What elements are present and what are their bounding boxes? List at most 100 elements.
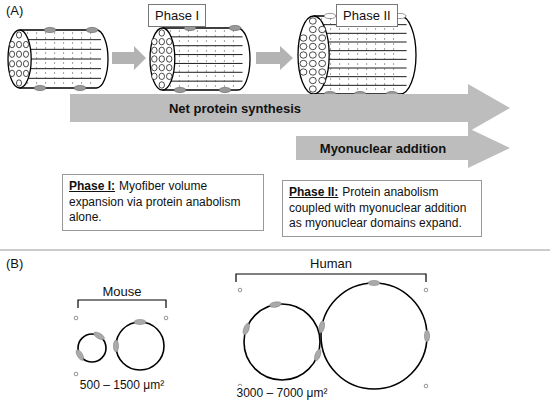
myonucleus xyxy=(269,301,282,308)
stroke xyxy=(20,39,101,40)
stroke xyxy=(159,56,164,62)
myonucleus xyxy=(424,330,429,342)
fiber-section xyxy=(116,322,164,370)
stroke xyxy=(20,30,108,88)
note-heading: Phase II: xyxy=(289,185,338,199)
stroke xyxy=(300,43,307,49)
stroke xyxy=(23,41,28,47)
stroke xyxy=(20,68,101,69)
stroke xyxy=(162,72,242,73)
myofiber xyxy=(8,27,108,90)
stroke xyxy=(23,51,28,57)
fiber-cross-sections xyxy=(74,280,429,389)
group-label: Mouse xyxy=(102,284,141,299)
stroke xyxy=(229,25,241,30)
stroke xyxy=(10,70,15,76)
dimension: 500 – 1500 μm² xyxy=(80,378,164,392)
myonucleus xyxy=(313,348,322,361)
myonucleus xyxy=(134,319,146,324)
stroke xyxy=(34,85,46,90)
marker-dot xyxy=(74,372,78,376)
node-label: Net protein synthesis xyxy=(169,101,301,116)
marker-dot xyxy=(238,288,242,292)
stroke xyxy=(309,86,316,92)
note-heading: Phase I: xyxy=(69,179,115,193)
stroke xyxy=(16,80,21,86)
description-box: Phase II:Protein anabolism coupled with … xyxy=(282,180,482,237)
process-band: Myonuclear addition xyxy=(296,128,510,168)
stroke xyxy=(159,73,164,79)
stroke xyxy=(188,30,189,88)
myonucleus xyxy=(75,349,86,362)
stroke xyxy=(159,30,164,36)
stroke xyxy=(81,32,82,86)
stroke xyxy=(159,47,164,53)
stroke xyxy=(215,30,216,88)
stroke xyxy=(54,32,55,86)
fiber-section xyxy=(244,304,320,380)
progress-arrow xyxy=(256,46,293,70)
panel-letter: (B) xyxy=(6,256,23,271)
stroke xyxy=(23,61,28,67)
stroke xyxy=(10,61,15,67)
progress-arrow xyxy=(112,46,146,70)
stroke xyxy=(224,30,225,88)
stroke xyxy=(90,32,91,86)
stroke xyxy=(319,35,326,41)
stroke xyxy=(309,26,316,32)
fiber-section xyxy=(321,283,427,389)
marker-dot xyxy=(164,316,168,320)
stroke xyxy=(319,69,326,75)
stroke xyxy=(314,85,407,86)
stroke xyxy=(16,70,21,76)
stroke xyxy=(152,38,157,44)
stroke xyxy=(319,52,326,58)
bracket xyxy=(236,274,426,282)
stroke xyxy=(162,36,242,37)
stroke xyxy=(300,52,307,58)
stroke xyxy=(309,18,316,24)
stroke xyxy=(8,30,31,88)
divider-line xyxy=(0,250,550,251)
bracket xyxy=(78,300,166,308)
stroke xyxy=(166,56,171,62)
node-label: Phase II xyxy=(343,8,391,23)
stroke xyxy=(16,32,21,38)
stroke xyxy=(348,18,349,92)
stroke xyxy=(314,33,407,34)
arrow-fill xyxy=(70,84,510,132)
stroke xyxy=(174,87,186,92)
stroke xyxy=(162,28,250,90)
node-label: Myonuclear addition xyxy=(320,141,446,156)
stroke xyxy=(150,28,175,90)
stroke xyxy=(166,47,171,53)
stroke xyxy=(166,73,171,79)
stroke xyxy=(357,18,358,92)
stroke xyxy=(20,49,101,50)
stroke xyxy=(23,70,28,76)
stroke xyxy=(166,38,171,44)
stroke xyxy=(152,47,157,53)
stroke xyxy=(309,52,316,58)
stroke xyxy=(309,60,316,66)
stroke xyxy=(300,60,307,66)
stroke xyxy=(159,82,164,88)
stroke xyxy=(45,32,46,86)
stroke xyxy=(300,69,307,75)
myonucleus xyxy=(242,322,251,335)
dimension: 3000 – 7000 μm² xyxy=(237,386,328,400)
description-box: Phase I:Myofiber volume expansion via pr… xyxy=(62,174,264,231)
process-band: Net protein synthesis xyxy=(70,84,510,132)
stroke xyxy=(16,51,21,57)
marker-dot xyxy=(424,384,428,388)
stroke xyxy=(319,77,326,83)
myofiber xyxy=(150,25,250,92)
stroke xyxy=(166,64,171,70)
stroke xyxy=(339,18,340,92)
stroke xyxy=(309,77,316,83)
stroke xyxy=(375,18,376,92)
stroke xyxy=(233,30,234,88)
stroke xyxy=(86,27,98,32)
stroke xyxy=(324,13,336,18)
stroke xyxy=(319,60,326,66)
